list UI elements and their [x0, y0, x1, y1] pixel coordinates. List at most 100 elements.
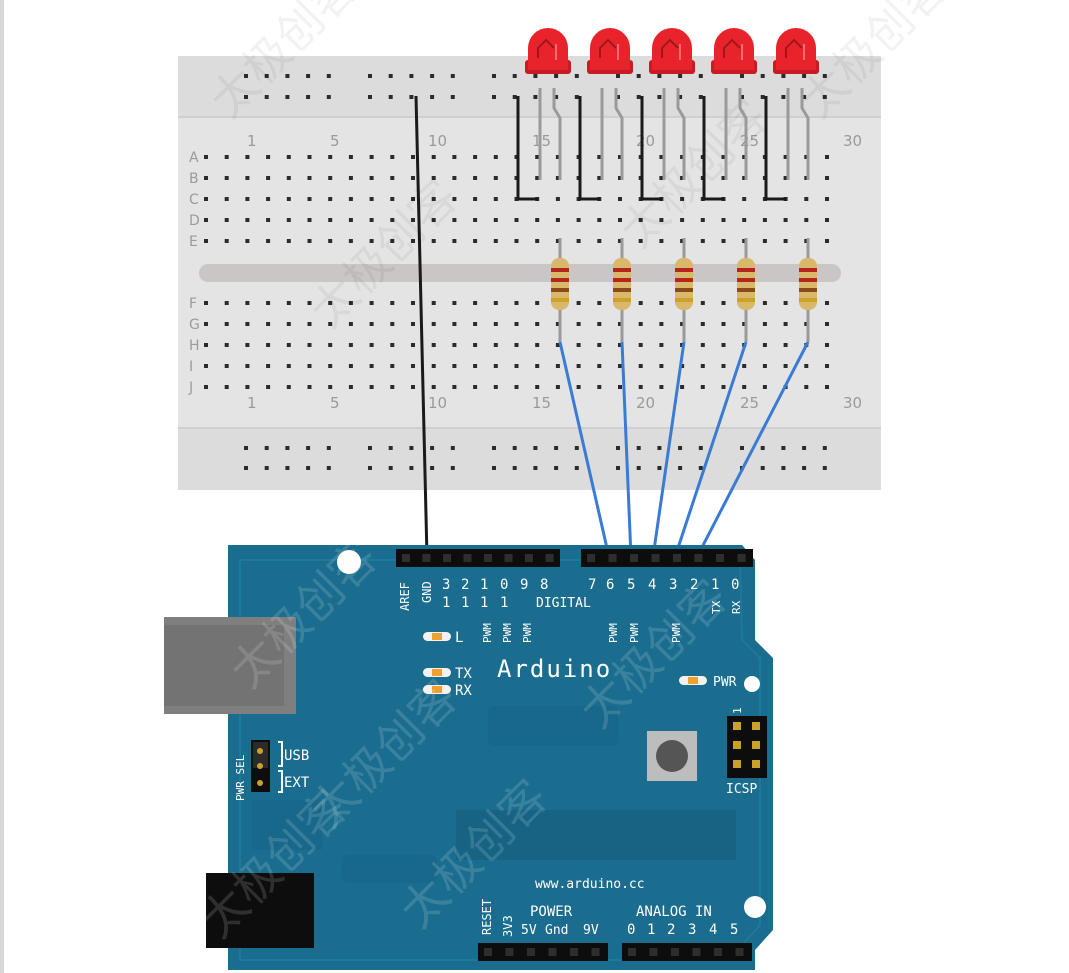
ext-label: EXT	[284, 775, 310, 791]
breadboard-hole	[452, 239, 457, 243]
header-socket	[692, 948, 701, 956]
breadboard-hole	[204, 176, 208, 180]
breadboard-hole	[514, 218, 519, 222]
rail-hole	[306, 95, 311, 99]
breadboard-hole	[452, 364, 457, 368]
pin-label-0: 0	[731, 577, 739, 593]
rail-hole	[430, 466, 435, 470]
rail-hole	[285, 95, 290, 99]
breadboard-hole	[721, 155, 726, 159]
breadboard-hole	[473, 176, 478, 180]
led-tx-body	[432, 669, 442, 676]
pin-label-rx: RX	[730, 600, 743, 614]
breadboard-hole	[224, 155, 229, 159]
breadboard-hole	[638, 343, 643, 347]
ext-bracket	[278, 770, 283, 793]
led-leg-anode	[614, 88, 624, 180]
breadboard-hole	[266, 301, 271, 305]
breadboard-hole	[266, 155, 271, 159]
pwr-sel-cap[interactable]	[253, 742, 268, 768]
col-num-bottom-15: 15	[532, 394, 551, 412]
breadboard-hole	[266, 197, 271, 201]
breadboard-hole	[431, 239, 436, 243]
breadboard-hole	[245, 364, 250, 368]
breadboard-hole	[555, 155, 560, 159]
col-num-top-5: 5	[330, 132, 340, 150]
header-socket	[484, 948, 492, 956]
resistor-band	[613, 278, 631, 282]
breadboard-hole	[783, 176, 788, 180]
rail-hole	[554, 95, 559, 99]
breadboard-hole	[431, 218, 436, 222]
breadboard-hole	[597, 343, 602, 347]
pin-label-aref: AREF	[398, 582, 412, 611]
rail-hole	[781, 466, 786, 470]
rail-hole	[616, 446, 620, 450]
ground-jumper	[640, 96, 662, 201]
breadboard-hole	[369, 343, 374, 347]
row-label-g: G	[189, 317, 200, 333]
breadboard-hole	[700, 218, 705, 222]
breadboard-hole	[369, 197, 374, 201]
breadboard-hole	[825, 239, 829, 243]
rail-hole	[533, 466, 538, 470]
breadboard-hole	[783, 364, 788, 368]
breadboard-hole	[742, 322, 747, 326]
row-label-b: B	[189, 171, 199, 187]
led-rx-body	[432, 686, 442, 693]
header-socket	[714, 948, 722, 956]
rail-hole	[244, 466, 248, 470]
breadboard-hole	[473, 301, 478, 305]
breadboard-hole	[493, 301, 498, 305]
breadboard-hole	[700, 239, 705, 243]
resistor-band	[551, 288, 569, 292]
breadboard-hole	[535, 301, 540, 305]
pin-label-11-tens: 1	[480, 595, 488, 611]
breadboard-hole	[742, 385, 747, 389]
row-label-e: E	[189, 234, 198, 250]
rail-hole	[244, 74, 248, 78]
breadboard-hole	[721, 301, 726, 305]
breadboard-hole	[493, 322, 498, 326]
rail-hole	[512, 466, 517, 470]
rail-hole	[244, 446, 248, 450]
breadboard-hole	[493, 343, 498, 347]
breadboard-hole	[638, 364, 643, 368]
pin-label-gnd: GND	[420, 581, 434, 603]
header-socket	[504, 554, 513, 562]
breadboard-hole	[535, 364, 540, 368]
breadboard-hole	[473, 218, 478, 222]
breadboard-hole	[597, 364, 602, 368]
breadboard-hole	[245, 155, 250, 159]
breadboard-hole	[659, 301, 664, 305]
rail-hole	[574, 74, 579, 78]
row-label-a: A	[189, 150, 199, 166]
breadboard-hole	[286, 385, 291, 389]
breadboard-hole	[452, 176, 457, 180]
breadboard-hole	[348, 176, 353, 180]
breadboard-hole	[638, 239, 643, 243]
rail-hole	[533, 74, 538, 78]
breadboard-hole	[411, 364, 415, 368]
pwr-sel-pin-3	[257, 780, 263, 786]
breadboard-hole	[369, 364, 374, 368]
reset-button-cap[interactable]	[656, 740, 688, 772]
rail-hole	[822, 95, 827, 99]
breadboard-hole	[514, 385, 519, 389]
rail-hole	[678, 74, 683, 78]
rail-hole	[409, 466, 414, 470]
breadboard-hole	[638, 218, 643, 222]
breadboard-hole	[535, 155, 540, 159]
breadboard-hole	[680, 176, 685, 180]
breadboard-hole	[535, 322, 540, 326]
breadboard-hole	[576, 301, 581, 305]
rail-hole	[698, 95, 703, 99]
rail-hole	[326, 74, 331, 78]
header-socket	[591, 948, 600, 956]
col-num-top-20: 20	[636, 132, 655, 150]
breadboard-hole	[473, 364, 478, 368]
ground-jumper	[516, 96, 538, 201]
breadboard-hole	[659, 218, 664, 222]
breadboard-hole	[804, 218, 809, 222]
led-anvil	[599, 38, 617, 58]
